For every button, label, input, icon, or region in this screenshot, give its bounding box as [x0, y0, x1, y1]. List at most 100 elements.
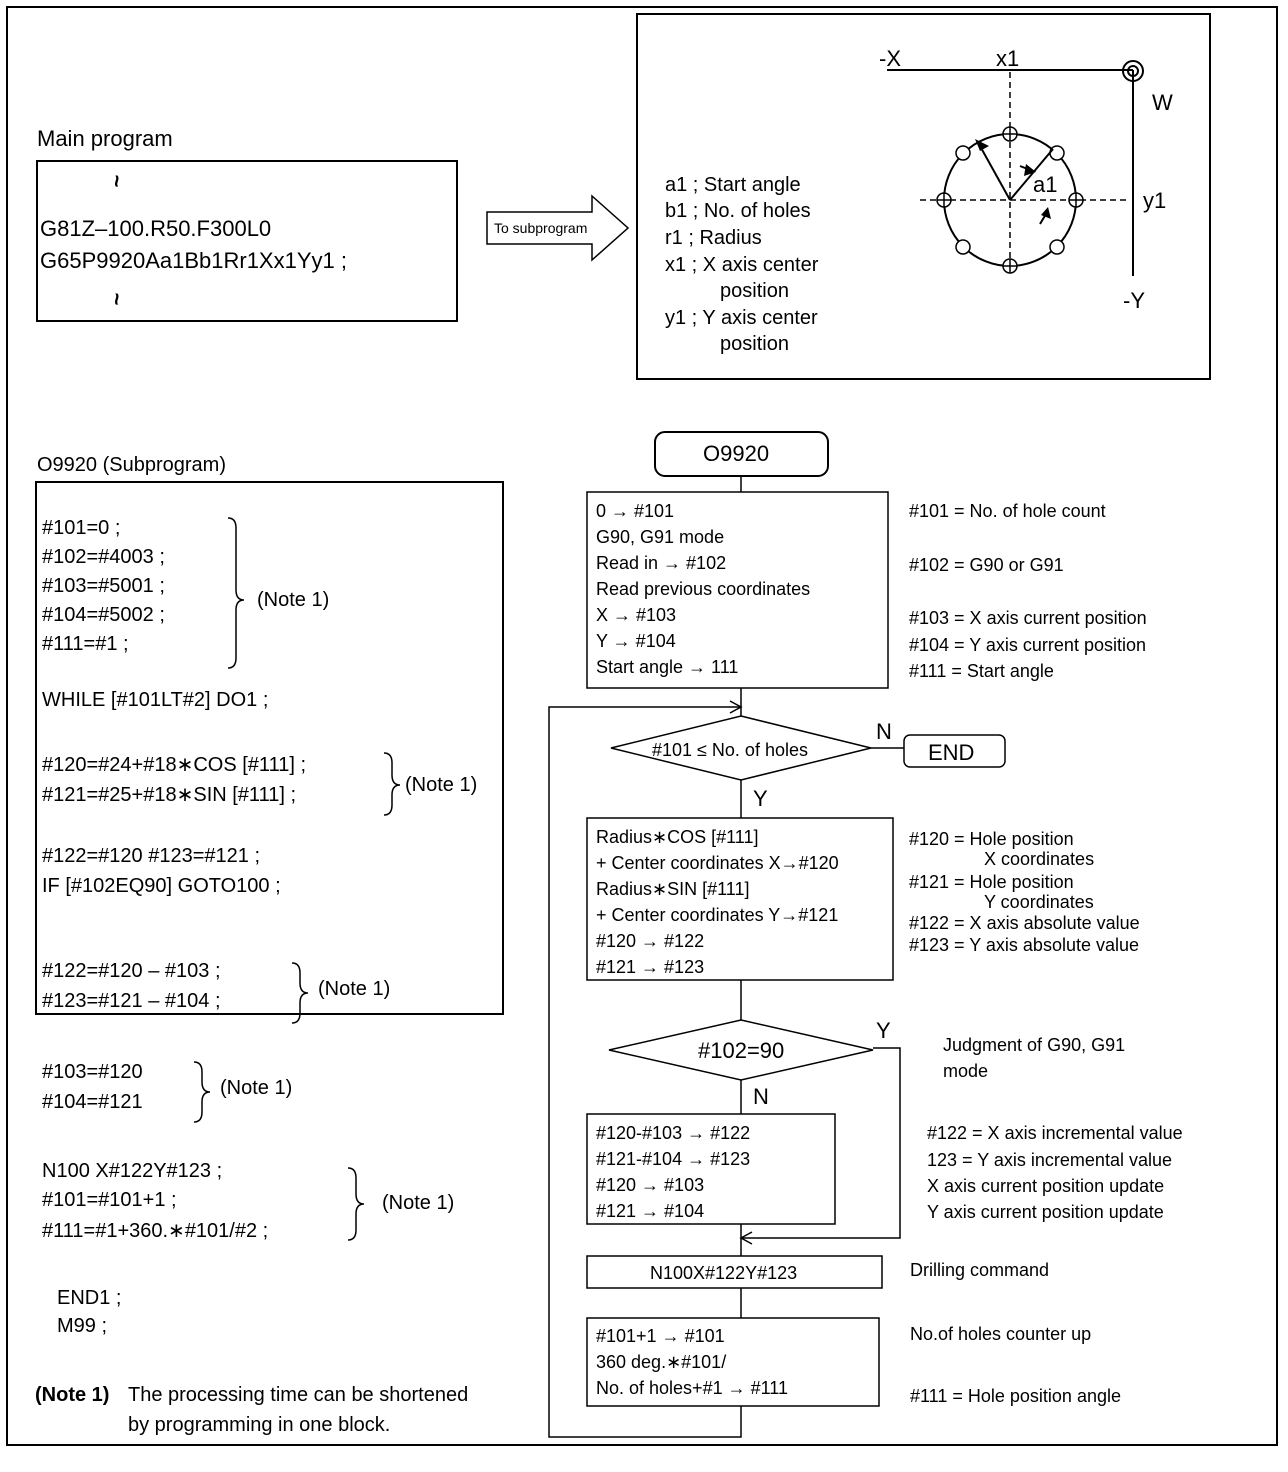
flow-start-label: O9920: [703, 441, 770, 466]
flow-box-init: 0 → #101 G90, G91 mode Read in → #102 Re…: [596, 498, 810, 680]
neg-y-label: -Y: [1123, 288, 1145, 313]
flow-box-counter: #101+1 → #101 360 deg.∗#101/ No. of hole…: [596, 1323, 788, 1401]
note-ref: (Note 1): [257, 589, 330, 611]
code-line: #122=#120 – #103 ;: [42, 960, 221, 982]
flow-end: END: [928, 740, 975, 765]
code-line: N100 X#122Y#123 ;: [42, 1160, 223, 1182]
note-ref: (Note 1): [382, 1192, 455, 1214]
flow-line: Read previous coordinates: [596, 579, 811, 599]
a1-angle-label: a1: [1033, 172, 1058, 197]
code-line: #104=#5002 ;: [42, 604, 165, 626]
subprogram-box: [35, 481, 504, 1015]
flow-cond2: #102=90: [698, 1038, 785, 1063]
comment: #121 = Hole position: [909, 872, 1074, 892]
comment: mode: [943, 1061, 989, 1081]
flow-y2: Y: [876, 1018, 891, 1043]
flow-n2: N: [753, 1084, 769, 1109]
code-line: #101=0 ;: [42, 517, 121, 539]
flow-line: No. of holes+#1 → #111: [596, 1378, 788, 1398]
code-line: #121=#25+#18∗SIN [#111] ;: [42, 784, 296, 806]
comment: #104 = Y axis current position: [909, 635, 1146, 655]
flow-cond1: #101 ≤ No. of holes: [652, 740, 808, 760]
flow-line: Y → #104: [596, 631, 676, 651]
flow-line: #121 → #123: [596, 957, 705, 977]
comment: #111 = Hole position angle: [910, 1386, 1121, 1406]
flow-box-calc: Radius∗COS [#111] + Center coordinates X…: [596, 824, 839, 980]
main-program-line: G81Z–100.R50.F300L0: [40, 216, 272, 241]
flow-y1: Y: [753, 786, 768, 811]
flow-drill: N100X#122Y#123: [650, 1263, 798, 1283]
main-program-title: Main program: [37, 126, 173, 151]
main-program-line: G65P9920Aa1Bb1Rr1Xx1Yy1 ;: [40, 248, 347, 273]
arg-b1: b1 ; No. of holes: [665, 200, 811, 222]
comment: #120 = Hole position: [909, 829, 1074, 849]
flow-line: G90, G91 mode: [596, 527, 725, 547]
comment: #122 = X axis absolute value: [909, 913, 1140, 933]
to-subprogram-arrow: [486, 194, 630, 262]
comment: X axis current position update: [927, 1176, 1165, 1196]
comment: #122 = X axis incremental value: [927, 1123, 1183, 1143]
args-box: [636, 13, 1211, 380]
flow-line: #120 → #103: [596, 1175, 705, 1195]
flow-line: Read in → #102: [596, 553, 727, 573]
neg-x-label: -X: [879, 46, 901, 71]
flow-line: Radius∗SIN [#111]: [596, 879, 750, 899]
comment: Y axis current position update: [927, 1202, 1164, 1222]
y1-label: y1: [1143, 188, 1167, 213]
code-line: #123=#121 – #104 ;: [42, 990, 221, 1012]
comment: No.of holes counter up: [910, 1324, 1092, 1344]
footnote-text: by programming in one block.: [128, 1414, 391, 1436]
flow-line: + Center coordinates Y→#121: [596, 905, 839, 925]
note-ref: (Note 1): [318, 978, 391, 1000]
subprogram-title: O9920 (Subprogram): [37, 454, 226, 476]
flow-line: #120 → #122: [596, 931, 705, 951]
code-line: #103=#120: [42, 1061, 143, 1083]
comment: Judgment of G90, G91: [943, 1035, 1126, 1055]
code-line: #104=#121: [42, 1091, 143, 1113]
footnote-text: The processing time can be shortened: [128, 1384, 469, 1406]
comment: #101 = No. of hole count: [909, 501, 1106, 521]
arg-x1: x1 ; X axis center: [665, 254, 819, 276]
comment: #102 = G90 or G91: [909, 555, 1064, 575]
code-line: #102=#4003 ;: [42, 546, 165, 568]
flow-line: 0 → #101: [596, 501, 675, 521]
comment: #123 = Y axis absolute value: [909, 935, 1140, 955]
code-line: IF [#102EQ90] GOTO100 ;: [42, 875, 281, 897]
flow-line: #121 → #104: [596, 1201, 705, 1221]
comment: 123 = Y axis incremental value: [927, 1150, 1172, 1170]
x1-label: x1: [996, 46, 1020, 71]
note-ref: (Note 1): [220, 1077, 293, 1099]
flow-line: #101+1 → #101: [596, 1326, 725, 1346]
comment: Drilling command: [910, 1260, 1050, 1280]
comment: Y coordinates: [984, 892, 1094, 912]
flow-n1: N: [876, 719, 892, 744]
flow-line: #120-#103 → #122: [596, 1123, 751, 1143]
code-line: #111=#1 ;: [42, 633, 129, 655]
code-line: #111=#1+360.∗#101/#2 ;: [42, 1220, 269, 1242]
note-ref: (Note 1): [405, 774, 478, 796]
arg-y1: y1 ; Y axis center: [665, 307, 818, 329]
code-line: END1 ;: [57, 1287, 122, 1309]
code-line: M99 ;: [57, 1315, 108, 1337]
arg-y1-cont: position: [720, 333, 789, 355]
arg-r1: r1 ; Radius: [665, 227, 762, 249]
to-subprogram-label: To subprogram: [494, 220, 588, 236]
footnote-label: (Note 1): [35, 1384, 110, 1406]
arg-x1-cont: position: [720, 280, 789, 302]
page-frame: [6, 6, 1278, 1446]
comment: #103 = X axis current position: [909, 608, 1147, 628]
arg-a1: a1 ; Start angle: [665, 174, 801, 196]
flow-line: X → #103: [596, 605, 677, 625]
main-program-box: ~ G81Z–100.R50.F300L0 G65P9920Aa1Bb1Rr1X…: [36, 160, 458, 322]
code-line: #122=#120 #123=#121 ;: [42, 845, 260, 867]
flow-line: 360 deg.∗#101/: [596, 1352, 727, 1372]
comment: X coordinates: [984, 849, 1095, 869]
flow-line: #121-#104 → #123: [596, 1149, 751, 1169]
code-line: #120=#24+#18∗COS [#111] ;: [42, 754, 306, 776]
w-label: W: [1152, 90, 1173, 115]
flow-box-inc: #120-#103 → #122 #121-#104 → #123 #120 →…: [596, 1120, 750, 1224]
code-line: #103=#5001 ;: [42, 575, 165, 597]
comment: #111 = Start angle: [909, 661, 1054, 681]
flow-line: Radius∗COS [#111]: [596, 827, 759, 847]
